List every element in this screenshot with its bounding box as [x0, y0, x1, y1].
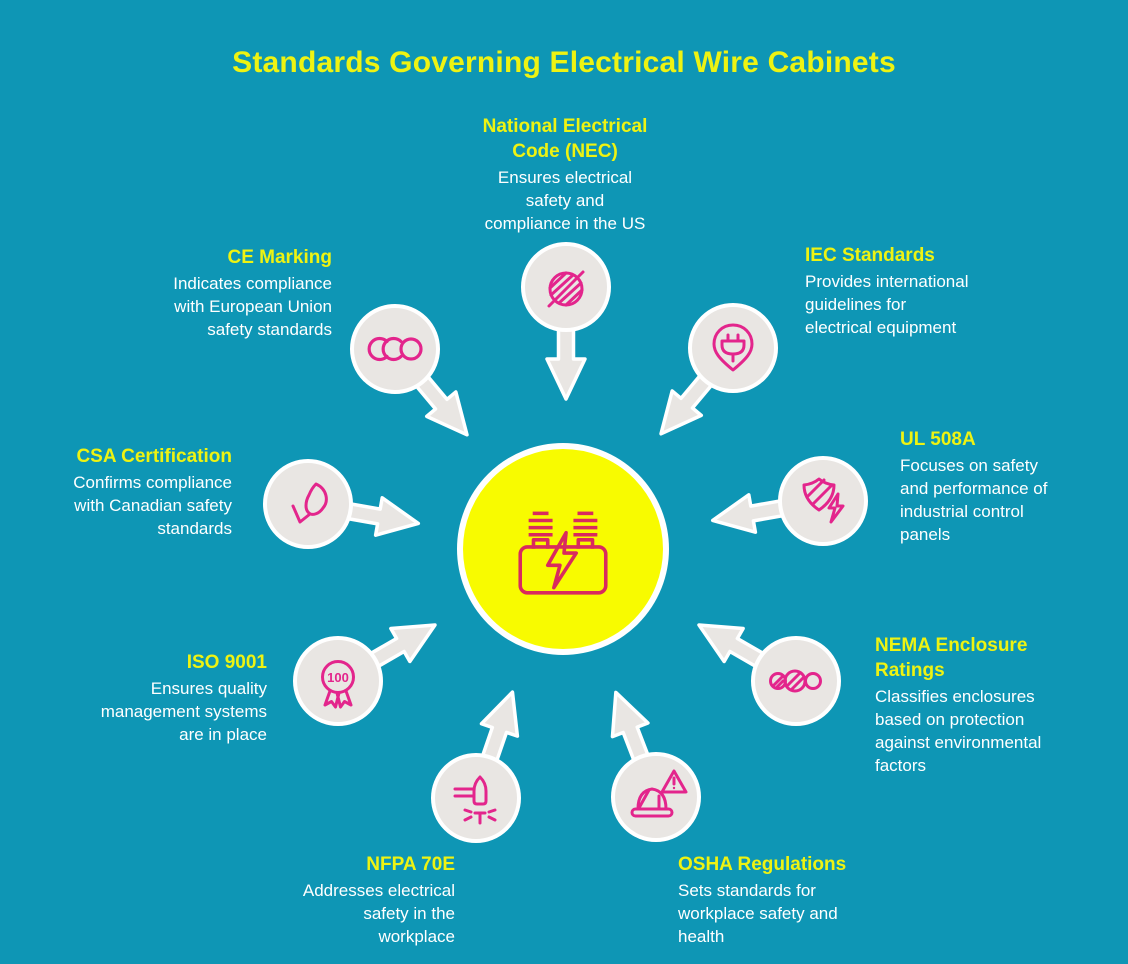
nfpa-node — [431, 753, 521, 843]
item-label: National Electrical Code (NEC) — [482, 116, 648, 162]
item-label: ISO 9001 — [186, 652, 267, 673]
item-label: OSHA Regulations — [678, 854, 847, 875]
item-label: CSA Certification — [76, 446, 232, 467]
nema-node — [751, 636, 841, 726]
item-description: Confirms compliance with Canadian safety… — [73, 473, 232, 538]
plug-location-pin-icon — [712, 323, 754, 372]
item-description: Ensures quality management systems are i… — [100, 679, 267, 744]
ul-node — [778, 456, 868, 546]
osha-node — [611, 752, 701, 842]
page-title: Standards Governing Electrical Wire Cabi… — [232, 46, 896, 79]
csa-node — [263, 459, 353, 549]
item-label: CE Marking — [227, 247, 332, 268]
hard-hat-warning-icon — [630, 769, 688, 818]
iec-node — [688, 303, 778, 393]
torch-spark-icon — [453, 775, 497, 825]
item-label: NEMA Enclosure Ratings — [875, 635, 1028, 681]
item-description: Sets standards for workplace safety and … — [678, 881, 838, 946]
electrical-cabinet-icon — [518, 511, 608, 595]
slashed-striped-circle-icon — [547, 270, 585, 308]
item-description: Ensures electrical safety and compliance… — [484, 168, 646, 233]
item-label: IEC Standards — [805, 245, 935, 266]
nec-node — [521, 242, 611, 332]
iso-node: 100 — [293, 636, 383, 726]
item-description: Focuses on safety and performance of ind… — [900, 456, 1048, 544]
leaf-check-icon — [291, 482, 328, 524]
item-label: UL 508A — [900, 429, 976, 450]
ce-letters-icon — [367, 336, 423, 362]
ce-node — [350, 304, 440, 394]
medal-100-icon: 100 — [321, 660, 355, 709]
item-description: Classifies enclosures based on protectio… — [875, 687, 1042, 775]
item-description: Addresses electrical safety in the workp… — [302, 881, 455, 946]
item-description: Provides international guidelines for el… — [805, 272, 969, 337]
medal-100-label: 100 — [327, 670, 349, 685]
shield-lightning-icon — [802, 477, 845, 524]
linked-circles-icon — [769, 669, 822, 693]
item-description: Indicates compliance with European Union… — [173, 274, 332, 339]
item-label: NFPA 70E — [366, 854, 455, 875]
center-hub — [457, 443, 669, 655]
